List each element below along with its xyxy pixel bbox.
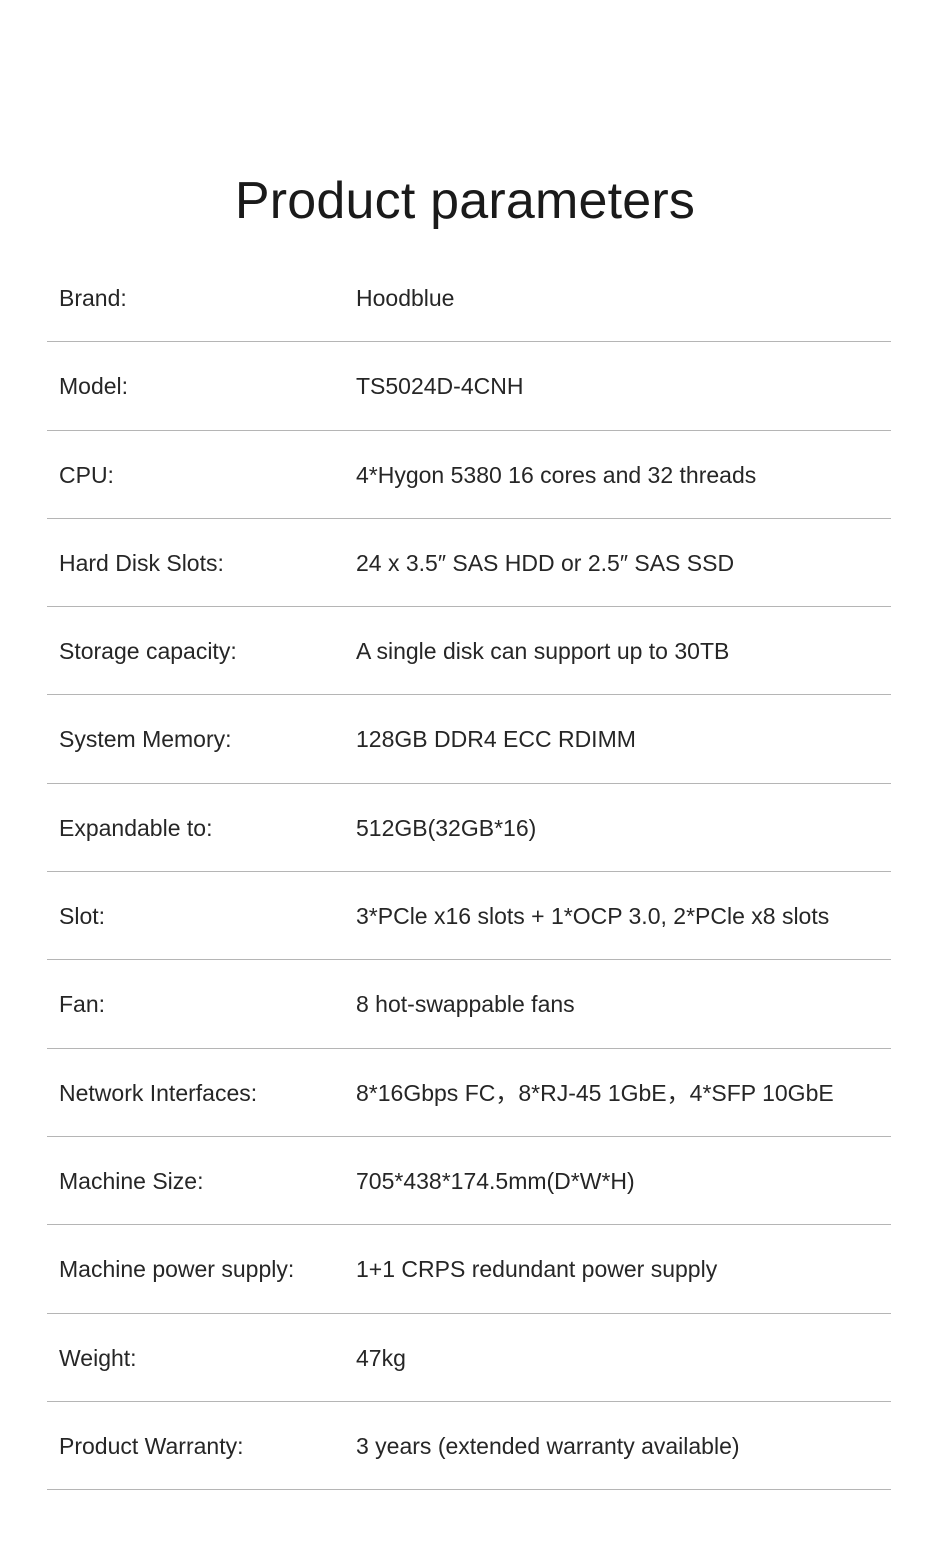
spec-row-brand: Brand: Hoodblue — [47, 254, 891, 343]
spec-value: A single disk can support up to 30TB — [356, 638, 730, 665]
spec-row-fan: Fan: 8 hot-swappable fans — [47, 960, 891, 1049]
spec-value: 705*438*174.5mm(D*W*H) — [356, 1167, 635, 1194]
spec-value: 3 years (extended warranty available) — [356, 1432, 740, 1459]
spec-row-machine-size: Machine Size: 705*438*174.5mm(D*W*H) — [47, 1137, 891, 1226]
spec-label: Hard Disk Slots: — [59, 549, 224, 576]
spec-label: Machine Size: — [59, 1167, 204, 1194]
spec-value: 8 hot-swappable fans — [356, 991, 575, 1018]
spec-value: 3*PCle x16 slots + 1*OCP 3.0, 2*PCle x8 … — [356, 903, 830, 930]
spec-row-system-memory: System Memory: 128GB DDR4 ECC RDIMM — [47, 695, 891, 784]
spec-value: 1+1 CRPS redundant power supply — [356, 1256, 718, 1283]
spec-label: Brand: — [59, 285, 127, 311]
spec-value: 4*Hygon 5380 16 cores and 32 threads — [356, 461, 757, 488]
spec-row-model: Model: TS5024D-4CNH — [47, 342, 891, 431]
spec-label: Slot: — [59, 903, 106, 930]
spec-value: 47kg — [356, 1344, 406, 1371]
spec-row-machine-power-supply: Machine power supply: 1+1 CRPS redundant… — [47, 1225, 891, 1314]
spec-row-slot: Slot: 3*PCle x16 slots + 1*OCP 3.0, 2*PC… — [47, 872, 891, 961]
spec-row-weight: Weight: 47kg — [47, 1314, 891, 1402]
spec-label: Model: — [59, 373, 129, 400]
spec-label: Product Warranty: — [59, 1432, 244, 1459]
spec-label: CPU: — [59, 461, 114, 488]
page-title: Product parameters — [234, 171, 696, 230]
spec-row-product-warranty: Product Warranty: 3 years (extended warr… — [47, 1402, 891, 1491]
spec-value: Hoodblue — [356, 285, 455, 311]
spec-value: 8*16Gbps FC，8*RJ-45 1GbE，4*SFP 10GbE — [356, 1079, 834, 1106]
spec-row-expandable-to: Expandable to: 512GB(32GB*16) — [47, 784, 891, 873]
spec-label: Weight: — [59, 1344, 137, 1371]
spec-table: Brand: Hoodblue Model: TS5024D-4CNH CPU:… — [47, 254, 891, 1491]
spec-label: Machine power supply: — [59, 1256, 295, 1283]
spec-value: TS5024D-4CNH — [356, 373, 524, 400]
spec-label: Storage capacity: — [59, 638, 237, 665]
spec-row-cpu: CPU: 4*Hygon 5380 16 cores and 32 thread… — [47, 431, 891, 519]
spec-row-network-interfaces: Network Interfaces: 8*16Gbps FC，8*RJ-45 … — [47, 1049, 891, 1137]
spec-value: 24 x 3.5″ SAS HDD or 2.5″ SAS SSD — [356, 549, 735, 576]
spec-row-hard-disk-slots: Hard Disk Slots: 24 x 3.5″ SAS HDD or 2.… — [47, 519, 891, 608]
spec-label: Expandable to: — [59, 814, 213, 841]
spec-label: Network Interfaces: — [59, 1079, 258, 1106]
spec-row-storage-capacity: Storage capacity: A single disk can supp… — [47, 607, 891, 696]
spec-label: Fan: — [59, 991, 106, 1018]
spec-value: 512GB(32GB*16) — [356, 814, 537, 841]
spec-value: 128GB DDR4 ECC RDIMM — [356, 726, 636, 753]
spec-label: System Memory: — [59, 726, 232, 753]
